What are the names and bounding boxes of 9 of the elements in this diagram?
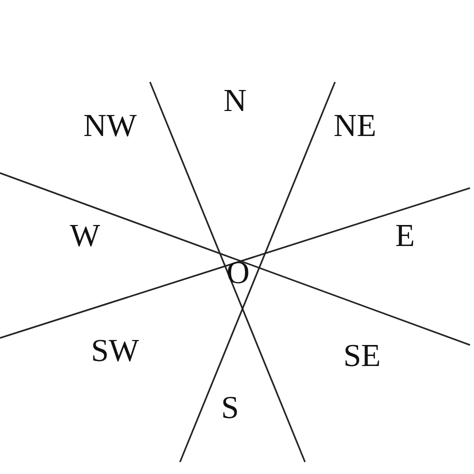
direction-label: E — [395, 219, 415, 251]
direction-label: N — [223, 84, 247, 116]
direction-label: NE — [334, 109, 376, 141]
center-point-label: O — [226, 256, 250, 288]
direction-label: SW — [91, 334, 139, 366]
direction-label: S — [221, 391, 239, 423]
direction-label: NW — [83, 109, 137, 141]
direction-label: W — [70, 219, 100, 251]
direction-label: SE — [343, 339, 381, 371]
